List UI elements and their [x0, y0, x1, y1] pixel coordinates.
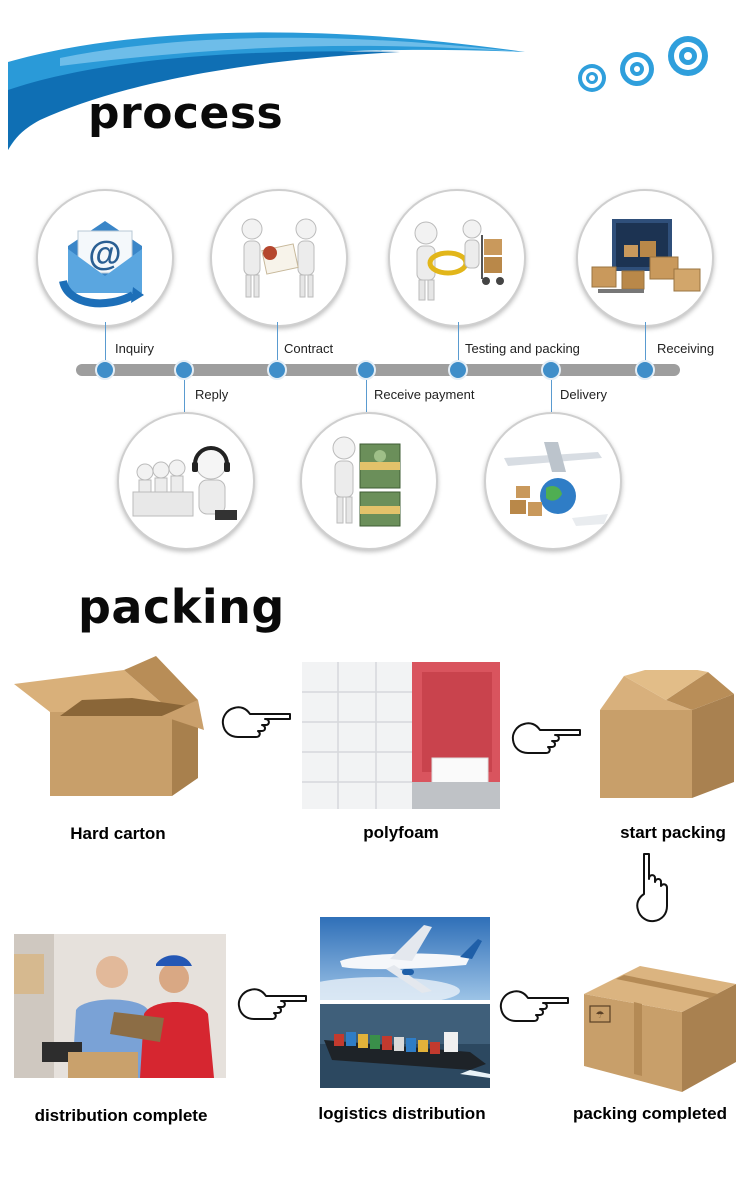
timeline-dot-inquiry [95, 360, 115, 380]
magnifier-cart-icon [414, 219, 504, 301]
step-label-receive-payment: Receive payment [374, 387, 475, 402]
label-polyfoam: polyfoam [363, 823, 439, 842]
polyfoam-image [302, 662, 500, 809]
pointing-hand-down-icon [636, 853, 668, 923]
stem-contract [277, 322, 278, 366]
call-center-icon [132, 446, 237, 520]
step-contract-image [210, 189, 348, 327]
timeline-dot-delivery [541, 360, 561, 380]
step-label-testing: Testing and packing [465, 341, 580, 356]
stem-reply [184, 372, 185, 412]
header-wave [8, 32, 525, 150]
step-delivery-image [484, 412, 622, 550]
label-hard-carton: Hard carton [70, 824, 166, 843]
step-label-reply: Reply [195, 387, 229, 402]
pointing-hand-left-icon [221, 706, 291, 738]
step-receiving-image [576, 189, 714, 327]
step-inquiry-image: @ [36, 189, 174, 327]
money-stack-icon [332, 436, 401, 527]
timeline-dot-testing [448, 360, 468, 380]
label-distribution-complete: distribution complete [34, 1106, 208, 1125]
ring-large-icon [668, 36, 708, 76]
svg-text:☂: ☂ [596, 1010, 605, 1021]
label-start-packing: start packing [620, 823, 726, 842]
logistics-airplane-image [320, 917, 490, 1000]
step-label-contract: Contract [284, 341, 334, 356]
step-receive-payment-image [300, 412, 438, 550]
stem-testing [458, 322, 459, 366]
step-label-inquiry: Inquiry [115, 341, 155, 356]
timeline-dot-receive-payment [356, 360, 376, 380]
pointing-hand-left-icon [499, 990, 569, 1022]
label-logistics-distribution: logistics distribution [318, 1104, 486, 1123]
start-packing-image [596, 670, 738, 804]
pointing-hand-left-icon [511, 722, 581, 754]
pointing-hand-left-icon [237, 988, 307, 1020]
step-label-receiving: Receiving [657, 341, 715, 356]
timeline-dot-contract [267, 360, 287, 380]
process-timeline-bar [76, 364, 680, 376]
packing-completed-image: ☂ [578, 944, 740, 1094]
step-label-delivery: Delivery [560, 387, 607, 402]
container-boxes-icon [591, 219, 701, 293]
step-testing-image [388, 189, 526, 327]
ring-small-icon [578, 64, 606, 92]
airplane-globe-icon [504, 442, 608, 526]
svg-text:@: @ [88, 235, 121, 273]
step-reply-image [117, 412, 255, 550]
logistics-ship-image [320, 1004, 490, 1088]
timeline-dot-receiving [635, 360, 655, 380]
stem-receive-payment [366, 372, 367, 412]
stem-inquiry [105, 322, 106, 366]
handshake-contract-icon [241, 218, 317, 298]
hard-carton-image [12, 650, 208, 800]
ring-medium-icon [620, 52, 654, 86]
stem-receiving [645, 322, 646, 366]
stem-delivery [551, 372, 552, 412]
packing-title: packing [78, 580, 285, 634]
distribution-complete-image [14, 934, 226, 1078]
label-packing-completed: packing completed [573, 1104, 727, 1123]
process-title: process [88, 88, 284, 139]
timeline-dot-reply [174, 360, 194, 380]
envelope-at-icon: @ [59, 221, 144, 308]
